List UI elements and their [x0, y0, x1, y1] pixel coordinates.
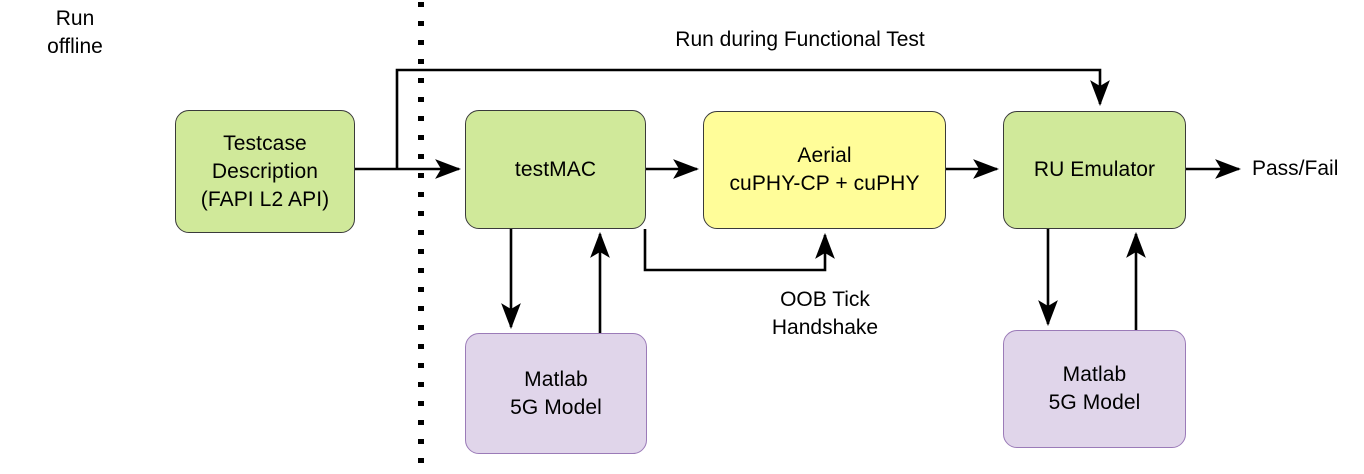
label-pass-fail: Pass/Fail [1252, 157, 1339, 180]
node-label-matlab-5g-model-right: Matlab 5G Model [1048, 363, 1141, 414]
label-oob-tick-handshake: OOB Tick Handshake [771, 288, 879, 339]
node-label-testcase-description: Testcase Description (FAPI L2 API) [200, 131, 330, 211]
node-label-ru-emulator: RU Emulator [1033, 158, 1156, 181]
node-ru-emulator[interactable]: RU Emulator [1003, 111, 1186, 229]
node-label-testmac: testMAC [514, 157, 597, 181]
connector-testmac-to-aerial-oob [643, 229, 835, 272]
node-label-matlab-5g-model-left: Matlab 5G Model [510, 367, 602, 419]
node-label-aerial-cuphy: Aerial cuPHY-CP + cuPHY [729, 144, 920, 195]
node-aerial-cuphy[interactable]: Aerial cuPHY-CP + cuPHY [703, 111, 946, 229]
label-run-offline: Run offline [47, 7, 103, 58]
node-testmac[interactable]: testMAC [465, 110, 646, 229]
node-matlab-5g-model-left[interactable]: Matlab 5G Model [465, 333, 647, 454]
label-run-during-functional-test: Run during Functional Test [675, 28, 925, 51]
node-matlab-5g-model-right[interactable]: Matlab 5G Model [1003, 330, 1186, 448]
node-testcase-description[interactable]: Testcase Description (FAPI L2 API) [175, 110, 355, 233]
